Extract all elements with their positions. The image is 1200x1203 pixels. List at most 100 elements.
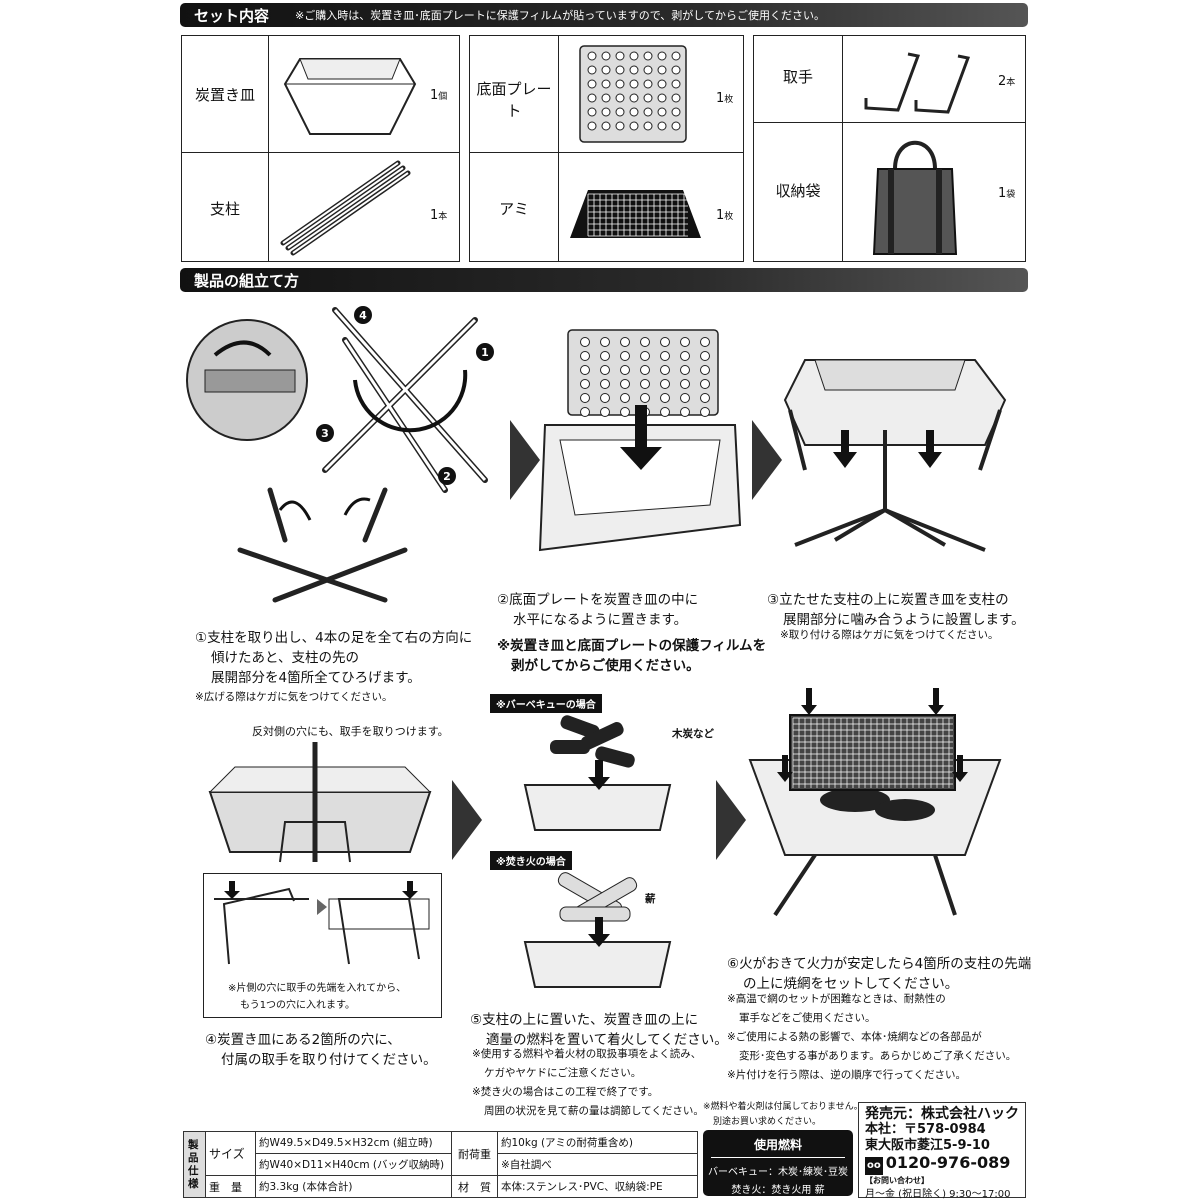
set-contents-header: セット内容 ※ご購入時は、炭置き皿･底面プレートに保護フィルムが貼っていますので… (180, 3, 1028, 27)
step4-illustration (208, 742, 432, 863)
step1-text: ①支柱を取り出し、4本の足を全て右の方向に 傾けたあと、支柱の先の 展開部分を4… (195, 630, 473, 686)
material-label: 材 質 (451, 1175, 498, 1198)
next-arrow-icon (716, 780, 746, 860)
plate-hole (657, 51, 667, 61)
step4-text: ④炭置き皿にある2箇所の穴に、 付属の取手を取り付けてください。 (205, 1032, 437, 1068)
plate-hole (587, 65, 597, 75)
plate-hole (640, 365, 650, 375)
step1-illustration: 1 2 3 4 (186, 306, 494, 603)
address: 東大阪市菱江5-9-10 (865, 1138, 990, 1153)
bbq-tag: ※バーベキューの場合 (490, 694, 602, 713)
size-assembled: 約W49.5×D49.5×H32cm (組立時) (255, 1131, 452, 1154)
plate-hole (660, 407, 670, 417)
plate-hole (629, 107, 639, 117)
freedial-icon: oo (865, 1157, 883, 1175)
bottom-plate-illustration (579, 45, 687, 143)
set-contents-notice: ※ご購入時は、炭置き皿･底面プレートに保護フィルムが貼っていますので、剥がしてか… (295, 9, 825, 22)
plate-hole (580, 365, 590, 375)
plate-hole (671, 93, 681, 103)
plate-hole (580, 407, 590, 417)
fuel-note: ※燃料や着火剤は付属しておりません。 別途お買い求めください。 (703, 1102, 863, 1127)
spec-heading: 製品仕様 (183, 1131, 206, 1198)
next-arrow-icon (452, 780, 482, 860)
marker-3: 3 (321, 427, 329, 440)
next-arrow-icon (510, 420, 540, 500)
step4-inset-box: ※片側の穴に取手の先端を入れてから、 もう1つの穴に入れます。 (203, 873, 442, 1018)
fuel-bbq: バーベキュー：木炭･練炭･豆炭 (708, 1167, 848, 1178)
plate-hole (620, 337, 630, 347)
plate-hole (615, 93, 625, 103)
plate-hole (601, 51, 611, 61)
load-note: ※自社調べ (497, 1153, 698, 1176)
set-box-2: 底面プレート 1枚 アミ 1枚 (469, 35, 744, 262)
plate-hole (620, 393, 630, 403)
item-label: アミ (499, 200, 529, 218)
item-qty: 1本 (430, 208, 448, 223)
plate-hole (601, 93, 611, 103)
inquiry: 【お問い合わせ】 (865, 1176, 929, 1185)
fuel-box: 使用燃料 バーベキュー：木炭･練炭･豆炭 焚き火：焚き火用 薪 (703, 1130, 853, 1196)
step4-inset-note: ※片側の穴に取手の先端を入れてから、 もう1つの穴に入れます。 (228, 983, 407, 1011)
storage-bag-illustration (872, 140, 958, 255)
plate-hole (580, 393, 590, 403)
marker-2: 2 (443, 470, 451, 483)
plate-hole (657, 65, 667, 75)
plate-hole (601, 107, 611, 117)
company-box: 発売元：株式会社ハック 本社：〒578-0984 東大阪市菱江5-9-10 oo… (858, 1102, 1026, 1200)
item-label: 炭置き皿 (194, 86, 255, 104)
step5-notes: ※使用する燃料や着火材の取扱事項をよく読み、 ケガやヤケドにご注意ください。 ※… (472, 1048, 704, 1117)
plate-hole (620, 407, 630, 417)
marker-1: 1 (481, 346, 489, 359)
material-value: 本体:ステンレス･PVC、収納袋:PE (497, 1175, 698, 1198)
plate-hole (643, 79, 653, 89)
plate-hole (660, 337, 670, 347)
item-qty: 1枚 (716, 208, 734, 223)
step3-illustration (783, 359, 1007, 552)
plate-hole (660, 351, 670, 361)
hq: 本社：〒578-0984 (865, 1122, 986, 1137)
plate-hole (643, 121, 653, 131)
plate-hole (657, 93, 667, 103)
plate-hole (671, 65, 681, 75)
bbq-illustration (523, 715, 672, 831)
handles-illustration (864, 52, 971, 114)
set-box-1: 炭置き皿 1個 支柱 1本 (181, 35, 460, 262)
fuel-fire: 焚き火：焚き火用 薪 (731, 1185, 825, 1196)
phone: 0120-976-089 (885, 1153, 1011, 1172)
step2-text: ②底面プレートを炭置き皿の中に 水平になるように置きます。 (497, 592, 699, 628)
item-qty: 1袋 (998, 186, 1016, 201)
step2-warning: ※炭置き皿と底面プレートの保護フィルムを 剥がしてからご使用ください。 (497, 638, 767, 674)
plate-hole (671, 79, 681, 89)
step2-illustration (538, 329, 742, 552)
plate-hole (671, 121, 681, 131)
fire-tag: ※焚き火の場合 (490, 851, 572, 870)
plate-hole (615, 121, 625, 131)
bonfire-illustration (523, 872, 672, 988)
item-qty: 1枚 (716, 91, 734, 106)
step1-note: ※広げる際はケガに気をつけてください。 (195, 691, 393, 703)
plate-hole (680, 351, 690, 361)
step3-note: ※取り付ける際はケガに気をつけてください。 (780, 629, 999, 641)
plate-hole (629, 79, 639, 89)
item-label: 支柱 (209, 200, 240, 218)
plate-hole (587, 79, 597, 89)
plate-hole (700, 351, 710, 361)
plate-hole (680, 337, 690, 347)
item-label: 取手 (782, 68, 813, 86)
fire-fuel-label: 薪 (645, 893, 656, 905)
plate-hole (643, 93, 653, 103)
plate-hole (700, 393, 710, 403)
set-contents-title: セット内容 (194, 6, 270, 25)
plate-hole (671, 107, 681, 117)
plate-hole (580, 379, 590, 389)
plate-hole (600, 365, 610, 375)
plate-hole (587, 121, 597, 131)
plate-hole (660, 379, 670, 389)
plate-hole (657, 121, 667, 131)
plate-hole (640, 337, 650, 347)
plate-hole (615, 107, 625, 117)
plate-hole (629, 121, 639, 131)
plate-hole (629, 93, 639, 103)
plate-hole (620, 365, 630, 375)
bbq-fuel-label: 木炭など (672, 728, 714, 740)
